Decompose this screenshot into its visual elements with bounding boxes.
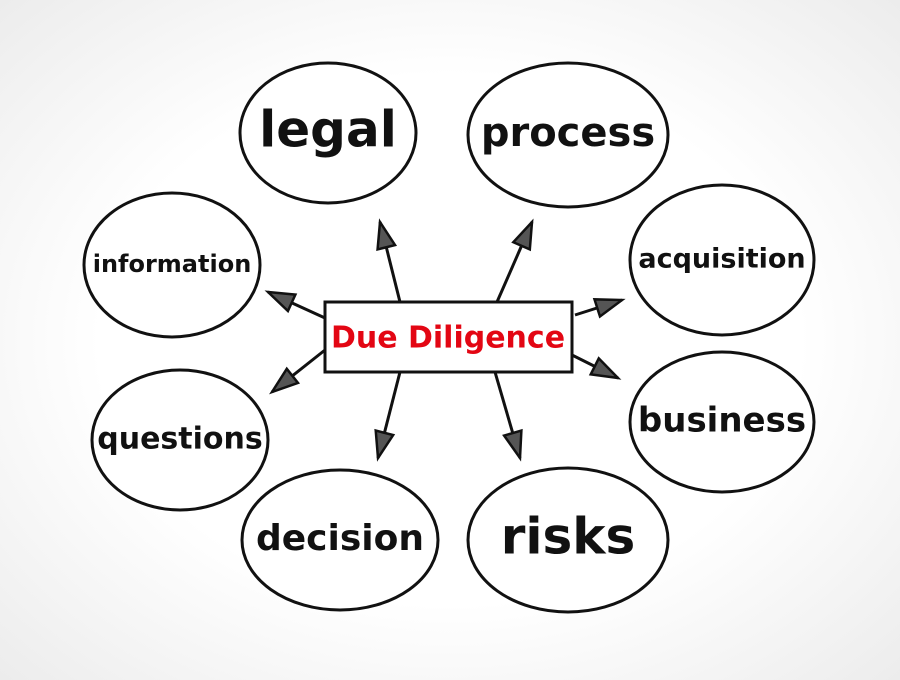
arrowhead-icon [374, 428, 396, 462]
node-ellipse [90, 368, 270, 512]
node-legal: legal [238, 61, 418, 205]
node-ellipse [466, 61, 670, 209]
arrowhead-icon [511, 218, 534, 252]
arrowhead-icon [592, 298, 626, 319]
arrow-to-process [495, 218, 534, 303]
node-decision: decision [240, 468, 440, 612]
center-label: Due Diligence [331, 321, 565, 356]
node-label: decision [256, 518, 424, 559]
arrow-to-business [571, 353, 622, 380]
node-label: information [93, 250, 252, 278]
node-label: business [638, 401, 806, 441]
node-label: questions [97, 422, 262, 457]
node-label: acquisition [638, 244, 805, 275]
node-process: process [466, 61, 670, 209]
node-business: business [628, 350, 816, 494]
node-label: process [481, 110, 655, 156]
arrow-to-risks [493, 371, 523, 462]
arrow-to-questions [269, 348, 326, 395]
center-node: Due Diligence [323, 300, 574, 374]
arrow-to-information [264, 290, 326, 320]
arrowhead-icon [264, 290, 298, 314]
arrow-to-legal [376, 218, 402, 303]
node-ellipse [82, 191, 262, 339]
node-label: legal [259, 101, 397, 159]
arrowhead-icon [502, 428, 523, 462]
node-ellipse [628, 183, 816, 337]
node-label: risks [501, 508, 636, 566]
arrowhead-icon [588, 356, 622, 380]
node-ellipse [240, 468, 440, 612]
node-information: information [82, 191, 262, 339]
arrowhead-icon [269, 366, 301, 395]
node-questions: questions [90, 368, 270, 512]
node-ellipse [466, 466, 670, 614]
node-ellipse [628, 350, 816, 494]
arrow-to-decision [374, 371, 402, 462]
arrow-to-acquisition [574, 298, 626, 319]
node-risks: risks [466, 466, 670, 614]
node-ellipse [238, 61, 418, 205]
arrowhead-icon [376, 218, 398, 252]
node-acquisition: acquisition [628, 183, 816, 337]
